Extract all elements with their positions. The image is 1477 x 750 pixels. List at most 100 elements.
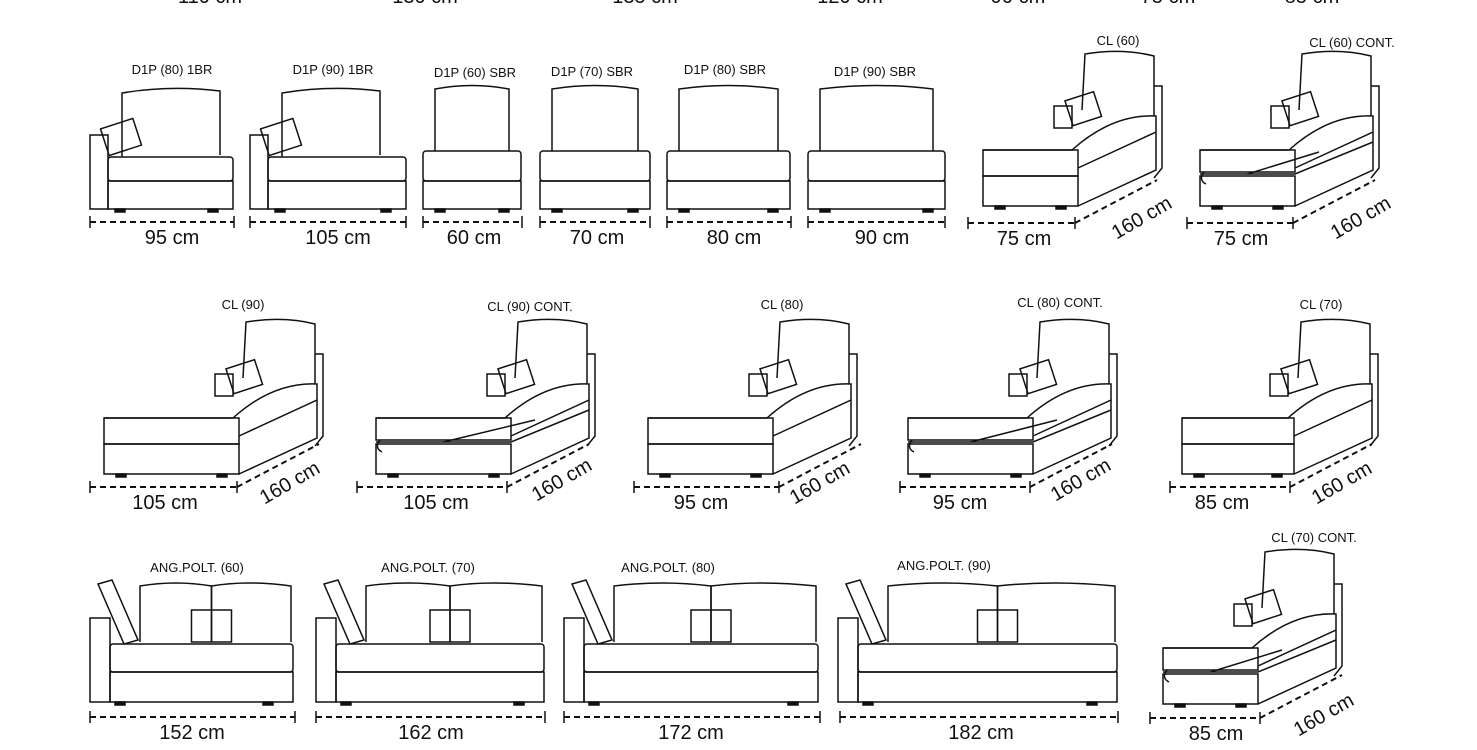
seat-base [807, 180, 946, 210]
foot [588, 701, 600, 706]
backrest-left [365, 582, 451, 642]
depth-dimension-line [778, 443, 862, 488]
pullout-top [376, 409, 590, 443]
module-width: 105 cm [305, 227, 371, 249]
folded-back [322, 579, 366, 645]
arm-block [486, 373, 506, 397]
chaise-base [1181, 443, 1295, 475]
backrest [1261, 548, 1335, 614]
top-row-dimension: 75 cm [1141, 0, 1195, 9]
foot [862, 701, 874, 706]
chaise-top [1200, 115, 1374, 169]
top-row-dimension: 135 cm [612, 0, 678, 9]
chaise-front [1181, 417, 1295, 445]
armrest [837, 617, 859, 703]
module-width: 75 cm [1213, 228, 1269, 250]
module-width: 105 cm [132, 492, 198, 514]
depth-dimension-line [1289, 443, 1373, 488]
backrest-left [139, 582, 213, 642]
arm-block [1233, 603, 1253, 627]
pullout-handle [908, 439, 915, 453]
foot [1272, 205, 1284, 210]
chaise-front [907, 417, 1034, 441]
chaise-side [1257, 630, 1337, 705]
seat-cushion [335, 643, 545, 673]
module-code: CL (80) [760, 297, 804, 312]
foot [787, 701, 799, 706]
chaise-side [772, 400, 852, 475]
chaise-side [238, 400, 318, 475]
chaise-top [648, 383, 852, 437]
chaise-base [907, 443, 1034, 475]
foot [919, 473, 931, 478]
module-code: D1P (90) 1BR [292, 62, 374, 77]
seat-cushion [807, 150, 946, 182]
chaise-top [908, 383, 1112, 437]
chaise-base [1162, 673, 1259, 705]
backrest-right [996, 582, 1116, 642]
foot [1055, 205, 1067, 210]
chaise-base [647, 443, 774, 475]
pillow-icon [690, 609, 732, 643]
pullout-top [1200, 141, 1374, 175]
foot [114, 208, 126, 213]
module-width: 90 cm [854, 227, 910, 249]
pullout-handle [1200, 171, 1207, 185]
backrest [551, 84, 639, 151]
pillow-icon [259, 117, 303, 157]
foot [387, 473, 399, 478]
backrest [434, 84, 510, 151]
depth-dimension-line [1259, 674, 1343, 719]
armrest [89, 617, 111, 703]
pullout-seam [443, 419, 536, 443]
foot [819, 208, 831, 213]
module-width: 80 cm [706, 227, 762, 249]
module-width: 85 cm [1194, 492, 1250, 514]
chaise-side [1077, 132, 1157, 207]
pillow-icon [976, 609, 1019, 643]
top-row-dimension: 130 cm [392, 0, 458, 9]
backrest [514, 318, 588, 384]
seat-base [857, 671, 1118, 703]
armrest [563, 617, 585, 703]
seat-cushion [422, 150, 522, 182]
foot [115, 473, 127, 478]
foot [551, 208, 563, 213]
pullout-seam [1210, 649, 1283, 673]
seat-base [335, 671, 545, 703]
pullout-handle [1163, 669, 1170, 683]
foot [1271, 473, 1283, 478]
backrest [776, 318, 850, 384]
folded-back [570, 579, 614, 645]
chaise-top [104, 383, 318, 437]
pullout-handle [376, 439, 383, 453]
pillow-icon [1244, 588, 1283, 625]
backrest [1081, 50, 1155, 116]
seat-base [583, 671, 819, 703]
seat-base [666, 180, 791, 210]
module-code: D1P (70) SBR [550, 64, 634, 79]
module-code: ANG.POLT. (60) [150, 560, 244, 575]
foot [750, 473, 762, 478]
seat-cushion [583, 643, 819, 673]
pillow-icon [497, 358, 536, 395]
foot [262, 701, 274, 706]
pillow-icon [99, 117, 143, 157]
chaise-front [982, 149, 1079, 177]
foot [767, 208, 779, 213]
chaise-side [510, 400, 590, 475]
module-width: 162 cm [398, 722, 464, 744]
backrest [1298, 50, 1372, 116]
module-code: CL (70) CONT. [1271, 530, 1357, 545]
backrest [121, 87, 221, 157]
module-code: CL (70) [1299, 297, 1343, 312]
arm-block [1053, 105, 1073, 129]
side-arm [1333, 583, 1343, 677]
module-width: 60 cm [446, 227, 502, 249]
module-width: 70 cm [569, 227, 625, 249]
chaise-front [103, 417, 240, 445]
backrest-left [613, 582, 712, 642]
foot [1010, 473, 1022, 478]
foot [114, 701, 126, 706]
